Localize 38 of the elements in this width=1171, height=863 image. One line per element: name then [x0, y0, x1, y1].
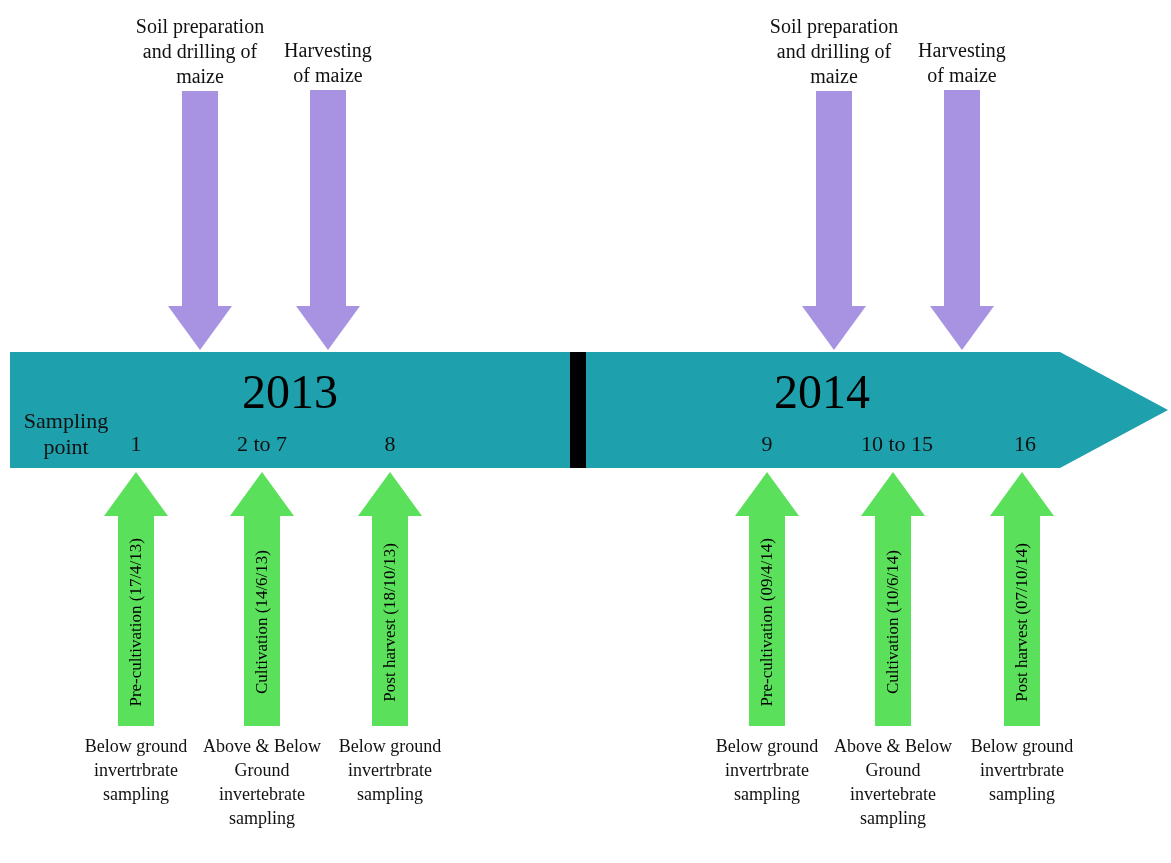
sampling-date: Pre-cultivation (17/4/13) — [126, 537, 146, 707]
sampling-arrow — [358, 472, 422, 726]
arrow — [296, 90, 360, 350]
event-label: Soil preparation and drilling of maize — [127, 14, 273, 89]
arrow — [168, 91, 232, 350]
sampling-date: Post harvest (07/10/14) — [1012, 542, 1032, 702]
sampling-note: Above & Below Ground invertebrate sampling — [833, 735, 953, 830]
sampling-arrow — [230, 472, 294, 726]
event-label: Harvesting of maize — [912, 38, 1012, 88]
sampling-note: Below ground invertrbrate sampling — [714, 735, 820, 806]
sampling-note: Below ground invertrbrate sampling — [83, 735, 189, 806]
year-label: 2013 — [241, 364, 339, 420]
sampling-point-number: 8 — [383, 431, 397, 457]
event-label: Soil preparation and drilling of maize — [761, 14, 907, 89]
timeline-band — [10, 352, 570, 468]
sampling-date: Post harvest (18/10/13) — [380, 542, 400, 702]
axis-label: Sampling point — [22, 408, 110, 460]
sampling-date: Pre-cultivation (09/4/14) — [757, 537, 777, 707]
sampling-point-number: 9 — [760, 431, 774, 457]
sampling-note: Above & Below Ground invertebrate sampling — [202, 735, 322, 830]
sampling-note: Below ground invertrbrate sampling — [969, 735, 1075, 806]
sampling-date: Cultivation (14/6/13) — [252, 550, 272, 694]
arrow — [930, 90, 994, 350]
sampling-arrow — [861, 472, 925, 726]
event-label: Harvesting of maize — [278, 38, 378, 88]
sampling-point-number: 10 to 15 — [859, 431, 935, 457]
divider-bar — [570, 352, 586, 468]
sampling-date: Cultivation (10/6/14) — [883, 550, 903, 694]
sampling-arrow — [104, 472, 168, 726]
year-label: 2014 — [773, 364, 871, 420]
sampling-arrow — [990, 472, 1054, 726]
sampling-note: Below ground invertrbrate sampling — [337, 735, 443, 806]
sampling-point-number: 1 — [129, 431, 143, 457]
sampling-point-number: 16 — [1013, 431, 1037, 457]
timeline-arrow — [586, 352, 1168, 468]
sampling-arrow — [735, 472, 799, 726]
arrow — [802, 91, 866, 350]
sampling-point-number: 2 to 7 — [235, 431, 289, 457]
